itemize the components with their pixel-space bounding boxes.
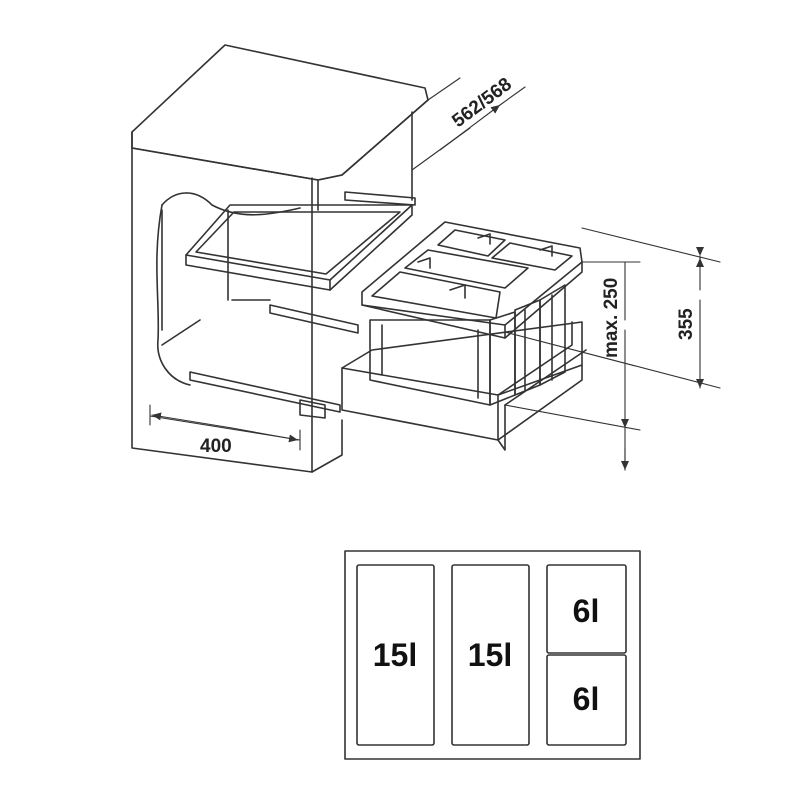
bin-15l-middle [451,564,530,746]
height-dimension-label: 355 [676,308,697,340]
bin-label-6l-bottom: 6l [573,681,600,717]
width-dimension-label: 400 [200,436,232,457]
bin-layout-topview [344,550,641,760]
pullout-frame [341,221,587,451]
bin-label-15l-left: 15l [373,637,417,673]
bin-15l-left [356,564,435,746]
bin-label-15l-middle: 15l [468,637,512,673]
bin-6l-top [546,564,627,654]
layout-frame [344,550,641,760]
bin-label-6l-top: 6l [573,593,600,629]
bin-6l-bottom [546,654,627,746]
dimension-lines [149,77,721,471]
max-height-dimension-label: max. 250 [601,278,622,358]
depth-dimension-label: 562/568 [448,74,515,132]
cabinet-body [131,44,429,473]
